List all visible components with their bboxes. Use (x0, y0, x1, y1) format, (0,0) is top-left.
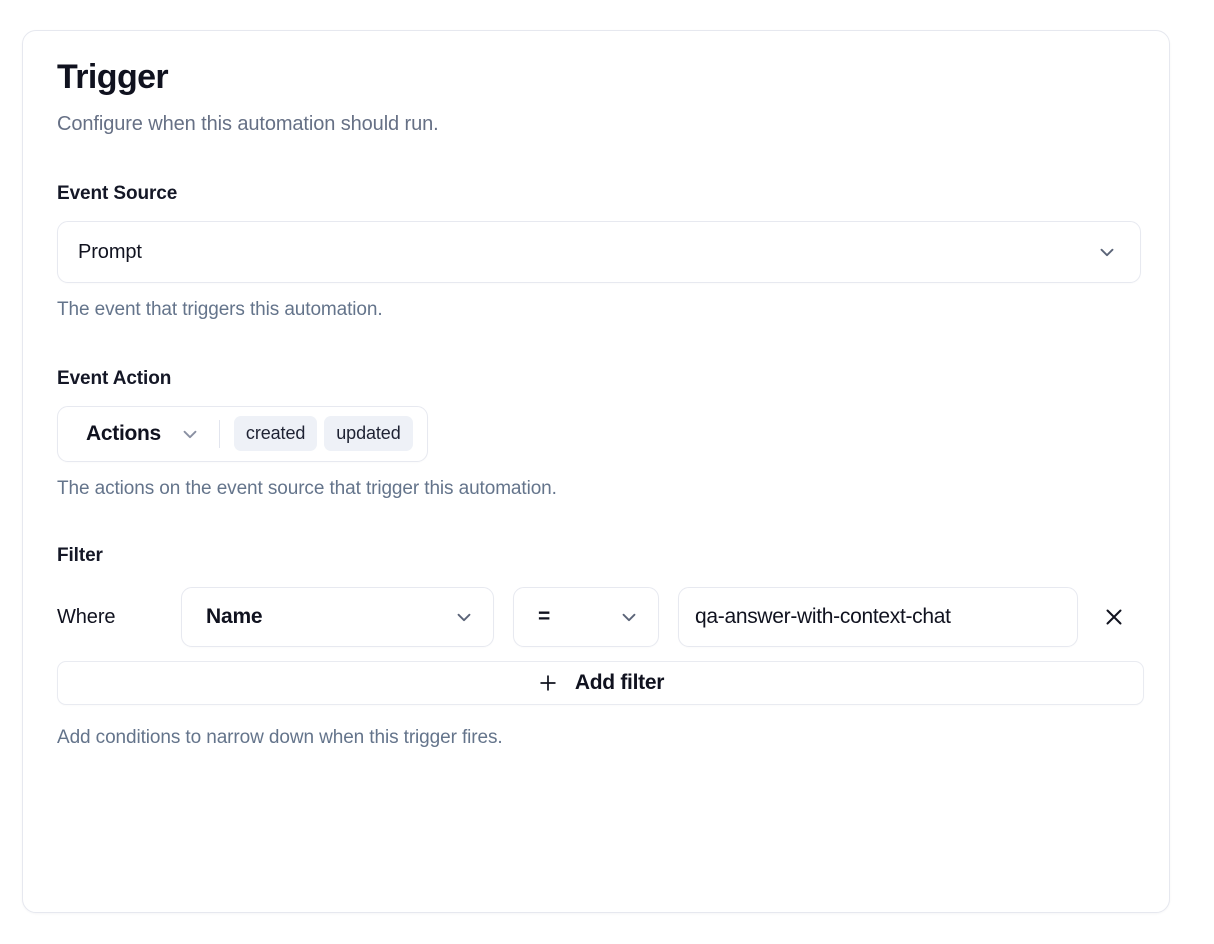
plus-icon (537, 672, 559, 694)
filter-operator-value: = (538, 605, 551, 629)
chevron-down-icon (453, 606, 475, 628)
event-source-select[interactable]: Prompt (57, 221, 1141, 284)
event-source-help: The event that triggers this automation. (57, 299, 383, 321)
filter-field-select[interactable]: Name (181, 587, 494, 648)
page-title: Trigger (57, 58, 169, 96)
add-filter-label: Add filter (574, 671, 665, 695)
event-action-control: Actions created updated (57, 405, 428, 462)
close-icon (1102, 605, 1126, 629)
filter-operator-select[interactable]: = (513, 587, 659, 648)
filter-help: Add conditions to narrow down when this … (57, 727, 503, 749)
page-subtitle: Configure when this automation should ru… (57, 113, 439, 136)
event-source-field: Event Source Prompt The event that trigg… (57, 183, 1141, 322)
remove-filter-button[interactable] (1092, 595, 1136, 639)
where-label: Where (57, 605, 116, 628)
event-action-help: The actions on the event source that tri… (57, 477, 557, 499)
event-action-trigger-label: Actions (86, 421, 161, 445)
chevron-down-icon (1096, 241, 1118, 263)
event-source-label: Event Source (57, 183, 178, 205)
chevron-down-icon (179, 423, 201, 445)
trigger-card: Trigger Configure when this automation s… (22, 30, 1170, 913)
event-action-chip[interactable]: updated (324, 416, 413, 452)
event-action-field: Event Action Actions created updated (57, 368, 1141, 501)
add-filter-button[interactable]: Add filter (57, 661, 1144, 706)
chevron-down-icon (618, 606, 640, 628)
filter-field: Filter Where Name = (57, 544, 1144, 750)
divider (218, 419, 220, 448)
event-action-dropdown-trigger[interactable]: Actions (86, 422, 219, 446)
event-action-label: Event Action (57, 367, 172, 389)
filter-label: Filter (57, 544, 103, 566)
filter-value-text: qa-answer-with-context-chat (695, 605, 951, 629)
event-action-chips: created updated (233, 416, 413, 452)
filter-row: Where Name = (57, 587, 1141, 648)
filter-field-value: Name (206, 605, 263, 629)
card-content: Trigger Configure when this automation s… (57, 58, 1144, 750)
filter-value-input[interactable]: qa-answer-with-context-chat (678, 587, 1078, 648)
event-action-chip[interactable]: created (233, 416, 318, 452)
event-source-value: Prompt (78, 240, 142, 263)
